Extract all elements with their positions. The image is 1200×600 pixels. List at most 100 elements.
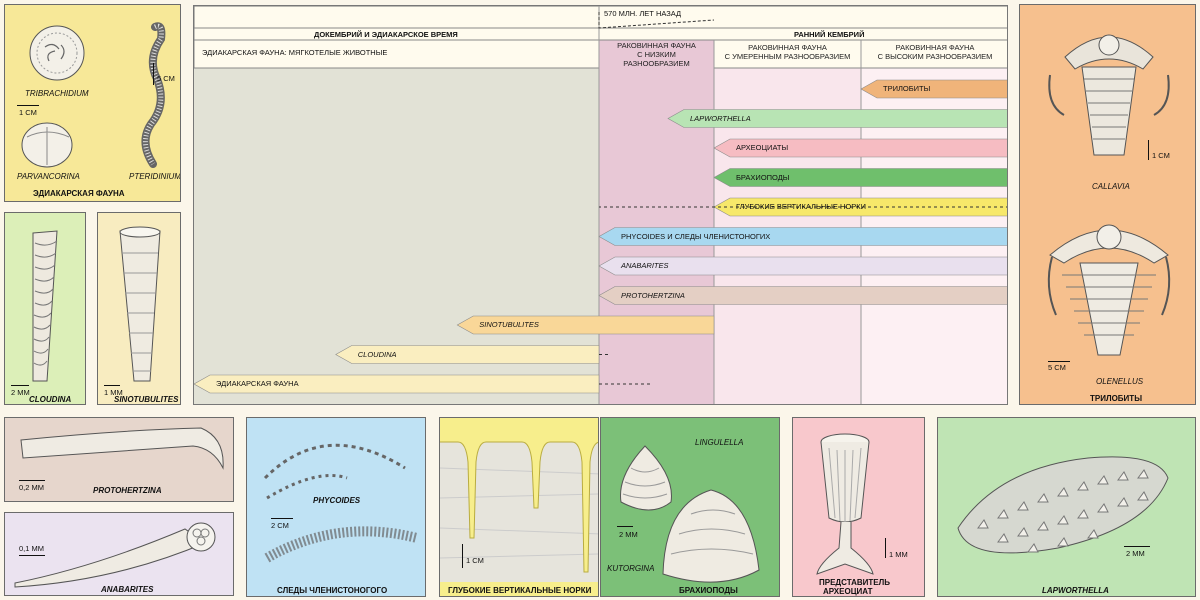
burrows-panel: 1 СМ ГЛУБОКИЕ ВЕРТИКАЛЬНЫЕ НОРКИ: [439, 417, 599, 597]
low-diversity-zone: [599, 28, 714, 404]
ediacaran-fauna-caption: ЭДИАКАРСКАЯ ФАУНА: [33, 189, 125, 198]
scale-bar: [104, 385, 120, 386]
taxon-bar-label: LAPWORTHELLA: [690, 113, 751, 123]
ediacaran-subheader: ЭДИАКАРСКАЯ ФАУНА: МЯГКОТЕЛЫЕ ЖИВОТНЫЕ: [202, 48, 388, 57]
scale-label: 2 ММ: [1126, 549, 1145, 558]
scale-bar: [1048, 361, 1070, 362]
taxa-bars-layer: [194, 79, 1007, 394]
scale-bar: [617, 526, 633, 527]
taxon-bar-label: ТРИЛОБИТЫ: [883, 84, 931, 93]
top-header-strip: [194, 6, 1007, 29]
lingulella-drawing: [620, 445, 672, 511]
chart-canvas: [194, 6, 1007, 404]
arthropod-traces-drawing: [263, 443, 419, 563]
header-line: РАКОВИННАЯ ФАУНА: [895, 43, 975, 52]
cambrian-header: РАННИЙ КЕМБРИЙ: [794, 30, 865, 39]
scale-label: 2 ММ: [619, 530, 638, 539]
taxon-bar-label: SINOTUBULITES: [479, 320, 539, 329]
lapworthella-caption: LAPWORTHELLA: [1042, 586, 1109, 595]
sinotubulites-caption: SINOTUBULITES: [114, 395, 179, 404]
scale-label: 1 ММ: [889, 550, 908, 559]
scale-label: 1 СМ: [466, 556, 484, 565]
scale-bar: [19, 555, 45, 556]
lingulella-label: LINGULELLA: [695, 438, 744, 447]
tribrachidium-drawing: [29, 25, 85, 81]
pteridinium-drawing: [141, 22, 166, 168]
taxon-bar-label: PROTOHERTZINA: [621, 290, 685, 300]
trilobites-drawing: [1047, 34, 1171, 356]
brachiopods-panel: LINGULELLA 2 ММ KUTORGINA БРАХИОПОДЫ: [600, 417, 780, 597]
taxon-range-bar: [713, 197, 1007, 217]
callavia-label: CALLAVIA: [1092, 182, 1130, 191]
taxon-bar-label: ЭДИАКАРСКАЯ ФАУНА: [216, 379, 299, 388]
scale-bar: [153, 63, 154, 85]
protohertzina-caption: PROTOHERTZINA: [93, 486, 162, 495]
sinotubulites-drawing: [119, 226, 161, 382]
cloudina-panel: 2 ММ CLOUDINA: [4, 212, 86, 405]
brachiopods-caption: БРАХИОПОДЫ: [679, 586, 738, 595]
taxon-bar-label: ANABARITES: [621, 261, 669, 270]
scale-bar: [885, 538, 886, 558]
anabarites-panel: 0,1 ММ ANABARITES: [4, 512, 234, 596]
phycoides-panel: PHYCOIDES 2 СМ СЛЕДЫ ЧЛЕНИСТОНОГОГО: [246, 417, 426, 597]
taxon-range-bar: [713, 168, 1007, 187]
anabarites-drawing: [14, 522, 216, 588]
header-line: РАКОВИННАЯ ФАУНА: [617, 41, 696, 50]
header-line: РАЗНООБРАЗИЕМ: [623, 59, 690, 68]
taxon-range-bar: [456, 315, 715, 335]
time-label: 570 МЛН. ЛЕТ НАЗАД: [604, 9, 682, 18]
scale-bar: [17, 105, 39, 106]
scale-label: 2 ММ: [11, 388, 30, 397]
header-line: РАКОВИННАЯ ФАУНА: [748, 43, 827, 52]
sinotubulites-panel: 1 ММ SINOTUBULITES: [97, 212, 181, 405]
trilobites-caption: ТРИЛОБИТЫ: [1090, 394, 1143, 403]
precambrian-header: ДОКЕМБРИЙ И ЭДИАКАРСКОЕ ВРЕМЯ: [314, 30, 458, 39]
vertical-burrows-drawing: [440, 441, 598, 582]
scale-bar: [19, 480, 45, 481]
protohertzina-drawing: [20, 427, 224, 470]
header-line: С УМЕРЕННЫМ РАЗНООБРАЗИЕМ: [724, 52, 851, 61]
archaeocyath-caption-line1: ПРЕДСТАВИТЕЛЬ: [819, 578, 890, 587]
pteridinium-label: PTERIDINIUM: [129, 172, 181, 181]
lapworthella-drawing: [957, 456, 1169, 554]
scale-bar: [1148, 140, 1149, 160]
cloudina-caption: CLOUDINA: [29, 395, 72, 404]
callavia-drawing: [1048, 34, 1170, 156]
low-diversity-header: РАКОВИННАЯ ФАУНА С НИЗКИМ РАЗНООБРАЗИЕМ: [599, 41, 714, 68]
arthropod-traces-caption: СЛЕДЫ ЧЛЕНИСТОНОГОГО: [277, 586, 388, 595]
scale-label: 0,2 ММ: [19, 483, 45, 492]
ediacaran-fauna-panel: TRIBRACHIDIUM PARVANCORINA PTERIDINIUM 1…: [4, 4, 181, 202]
header-line: С НИЗКИМ: [637, 50, 676, 59]
taxon-range-bar: [667, 109, 1007, 128]
scale-bar: [1124, 546, 1150, 547]
scale-label: 2 СМ: [271, 521, 289, 530]
taxon-range-bar: [598, 256, 1007, 276]
parvancorina-drawing: [21, 122, 73, 168]
archaeocyath-caption-line2: АРХЕОЦИАТ: [823, 587, 873, 596]
scale-label: 5 СМ: [157, 74, 175, 83]
scale-bar: [11, 385, 29, 386]
high-diversity-header: РАКОВИННАЯ ФАУНА С ВЫСОКИМ РАЗНООБРАЗИЕМ: [861, 43, 1007, 61]
taxon-range-bar: [598, 227, 1007, 246]
parvancorina-label: PARVANCORINA: [17, 172, 80, 181]
kutorgina-label: KUTORGINA: [607, 564, 655, 573]
taxon-range-bar: [860, 79, 1007, 99]
moderate-diversity-header: РАКОВИННАЯ ФАУНА С УМЕРЕННЫМ РАЗНООБРАЗИ…: [714, 43, 861, 61]
taxon-bar-label: CLOUDINA: [357, 349, 397, 359]
protohertzina-panel: 0,2 ММ PROTOHERTZINA: [4, 417, 234, 502]
archaeocyath-drawing: [816, 433, 874, 575]
phycoides-label: PHYCOIDES: [313, 496, 361, 505]
taxon-range-bar: [598, 286, 1007, 305]
taxon-bar-label: ГЛУБОКИЕ ВЕРТИКАЛЬНЫЕ НОРКИ: [736, 202, 867, 211]
scale-label: 5 СМ: [1048, 363, 1066, 372]
vertical-burrows-caption: ГЛУБОКИЕ ВЕРТИКАЛЬНЫЕ НОРКИ: [448, 586, 592, 595]
lapworthella-panel: 2 ММ LAPWORTHELLA: [937, 417, 1196, 597]
scale-bar: [462, 544, 463, 568]
ediacaran-subheader-strip: [194, 39, 600, 69]
trilobites-panel: 1 СМ CALLAVIA 5 СМ OLENELLUS ТРИЛОБИТЫ: [1019, 4, 1196, 405]
scale-label: 1 СМ: [19, 108, 37, 117]
scale-label: 1 ММ: [104, 388, 123, 397]
time-marker-line: [598, 12, 715, 29]
header-line: С ВЫСОКИМ РАЗНООБРАЗИЕМ: [877, 52, 993, 61]
archaeocyath-panel: 1 ММ ПРЕДСТАВИТЕЛЬ АРХЕОЦИАТ: [792, 417, 925, 597]
